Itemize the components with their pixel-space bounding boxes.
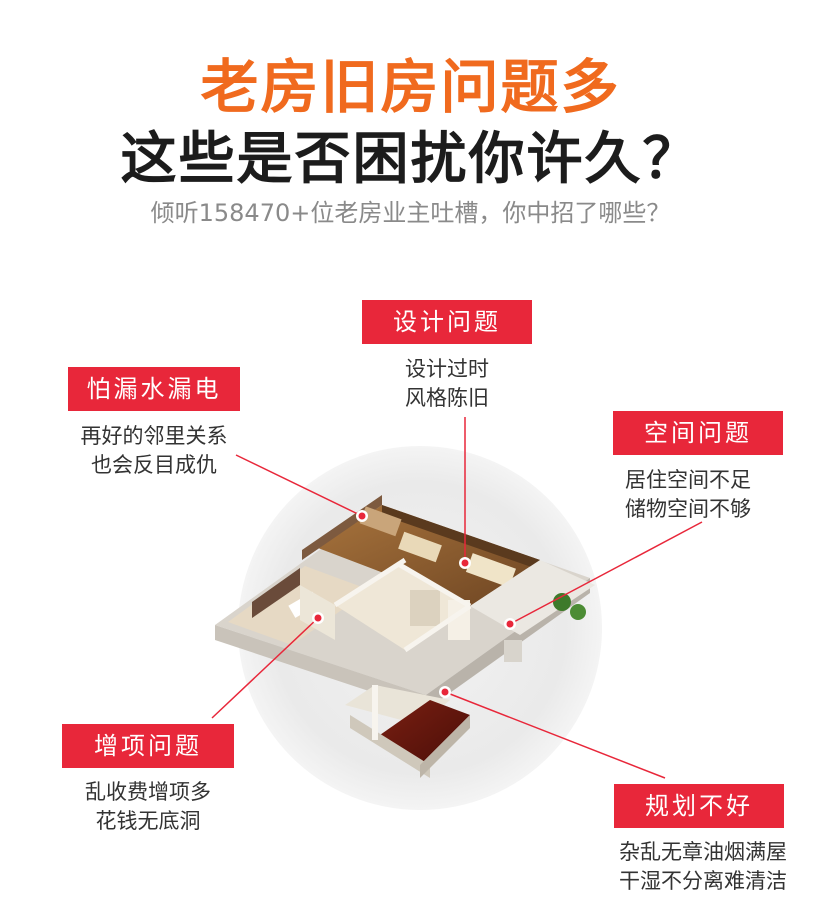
tag-planning-problem: 规划不好 [614, 784, 784, 828]
tag-space-problem: 空间问题 [613, 411, 783, 455]
desc-extra-fee-problem: 乱收费增项多 花钱无底洞 [52, 778, 244, 836]
desc-leak-line-1: 再好的邻里关系 [80, 424, 228, 448]
desc-extra-line-2: 花钱无底洞 [95, 809, 201, 833]
tag-design-problem: 设计问题 [362, 300, 532, 344]
desc-design-line-2: 风格陈旧 [405, 386, 489, 410]
main-question: 这些是否困扰你许久？ [120, 127, 701, 192]
desc-design-problem: 设计过时 风格陈旧 [362, 355, 532, 413]
tag-leak-problem: 怕漏水漏电 [68, 367, 240, 411]
leader-lines [211, 417, 703, 779]
subtitle: 倾听158470+位老房业主吐槽，你中招了哪些？ [150, 199, 671, 227]
terrace [470, 560, 595, 635]
desc-planning-line-2: 干湿不分离难清洁 [619, 869, 787, 893]
tag-extra-fee-problem: 增项问题 [62, 724, 234, 768]
marker-dots [312, 510, 516, 698]
desc-space-line-2: 储物空间不够 [625, 497, 751, 521]
desc-space-problem: 居住空间不足 储物空间不够 [613, 466, 795, 524]
desc-design-line-1: 设计过时 [405, 357, 489, 381]
desc-space-line-1: 居住空间不足 [625, 468, 751, 492]
desc-leak-problem: 再好的邻里关系 也会反目成仇 [60, 422, 248, 480]
main-title: 老房旧房问题多 [200, 53, 621, 121]
desc-planning-problem: 杂乱无章油烟满屋 干湿不分离难清洁 [598, 838, 808, 896]
desc-leak-line-2: 也会反目成仇 [91, 453, 217, 477]
desc-extra-line-1: 乱收费增项多 [85, 780, 211, 804]
desc-planning-line-1: 杂乱无章油烟满屋 [619, 840, 787, 864]
